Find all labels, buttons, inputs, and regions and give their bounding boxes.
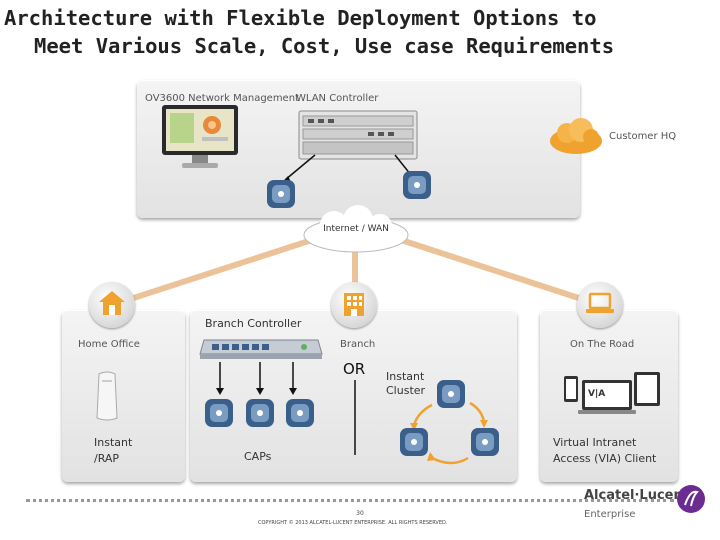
- customer-hq-label: Customer HQ: [609, 131, 677, 142]
- title-line-1: Architecture with Flexible Deployment Op…: [4, 6, 597, 30]
- link-cloud-road: [392, 235, 603, 308]
- monitor-icon: [162, 105, 238, 168]
- house-icon: [99, 291, 125, 315]
- cap-2-icon: [246, 399, 274, 427]
- home-office-panel: [62, 310, 185, 482]
- building-icon: [344, 293, 364, 316]
- hq-access-point-1-icon: [267, 180, 295, 208]
- link-cloud-home: [109, 235, 321, 308]
- slide-title: Architecture with Flexible Deployment Op…: [4, 4, 716, 60]
- or-label: OR: [343, 360, 366, 378]
- alcatel-lucent-logo-icon: [677, 485, 705, 513]
- internet-cloud-icon: [303, 205, 409, 253]
- laptop-icon: [586, 292, 614, 313]
- cap-1-icon: [205, 399, 233, 427]
- branch-label: Branch: [340, 339, 376, 350]
- wlan-controller-icon: [298, 110, 418, 160]
- road-circle: [577, 282, 623, 328]
- caps-label: CAPs: [244, 450, 272, 463]
- via-label-2: Access (VIA) Client: [553, 452, 657, 465]
- wlan-controller-label: WLAN Controller: [296, 93, 379, 104]
- cluster-ap-1-icon: [437, 380, 465, 408]
- cluster-ap-3-icon: [471, 428, 499, 456]
- page-number: 30: [356, 510, 364, 517]
- on-the-road-label: On The Road: [570, 339, 635, 350]
- footer-divider: [26, 499, 674, 502]
- brand-name: Alcatel·Lucent: [584, 488, 689, 503]
- home-office-label: Home Office: [78, 339, 140, 350]
- cluster-ap-2-icon: [400, 428, 428, 456]
- rap-device-icon: [96, 371, 118, 421]
- ov3600-label: OV3600 Network Management: [145, 93, 299, 104]
- copyright-text: COPYRIGHT © 2013 ALCATEL-LUCENT ENTERPRI…: [258, 520, 448, 526]
- branch-controller-icon: [199, 339, 323, 359]
- cluster-label-2: Cluster: [386, 384, 426, 397]
- customer-cloud-icon: [550, 118, 602, 154]
- via-logo-text: V|A: [588, 389, 606, 399]
- via-devices-icon: [564, 372, 660, 414]
- cap-3-icon: [286, 399, 314, 427]
- brand-subtitle: Enterprise: [584, 509, 636, 520]
- branch-controller-label: Branch Controller: [205, 317, 302, 330]
- rap-label-1: Instant: [94, 436, 133, 449]
- hq-access-point-2-icon: [403, 171, 431, 199]
- cluster-label-1: Instant: [386, 370, 425, 383]
- via-label-1: Virtual Intranet: [553, 436, 637, 449]
- rap-label-2: /RAP: [94, 452, 120, 465]
- internet-wan-label: Internet / WAN: [323, 224, 389, 234]
- title-line-2: Meet Various Scale, Cost, Use case Requi…: [34, 34, 615, 58]
